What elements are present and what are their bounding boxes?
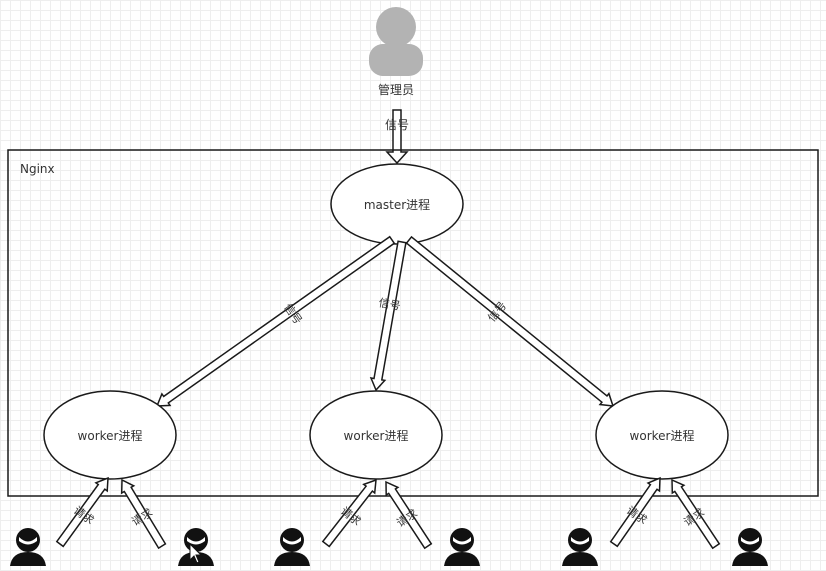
- worker-process-label: worker进程: [344, 428, 409, 443]
- admin-label: 管理员: [378, 82, 414, 97]
- client-person-icon: [444, 528, 480, 566]
- admin-person-icon: [369, 7, 423, 76]
- client-person-icon: [732, 528, 768, 566]
- worker-process-node: [43, 390, 177, 480]
- master-to-worker-arrow: [155, 235, 396, 407]
- client-person-icon: [274, 528, 310, 566]
- client-request-arrow: [120, 478, 167, 550]
- master-to-worker-arrow: [405, 235, 615, 407]
- client-request-arrow: [55, 476, 109, 548]
- master-to-worker-arrow: [369, 240, 407, 392]
- worker-process-node: [595, 390, 729, 480]
- worker-process-label: worker进程: [630, 428, 695, 443]
- client-request-arrow: [385, 480, 433, 550]
- client-request-arrows: 请求请求请求请求请求请求: [55, 476, 721, 550]
- admin-signal-label: 信号: [385, 118, 409, 132]
- worker-process-label: worker进程: [78, 428, 143, 443]
- client-person-icon: [562, 528, 598, 566]
- master-to-worker-signal-label: 信号: [378, 296, 402, 313]
- mouse-cursor-icon: [189, 542, 203, 564]
- master-process-label: master进程: [364, 197, 430, 212]
- admin-to-master-arrow: [385, 109, 409, 165]
- client-request-arrow: [321, 478, 377, 548]
- client-request-arrow: [671, 478, 721, 550]
- master-to-worker-arrows: 信号信号信号: [155, 235, 615, 407]
- client-person-icon: [10, 528, 46, 566]
- client-request-arrow: [609, 476, 661, 548]
- nginx-container: [7, 149, 819, 497]
- nginx-container-title: Nginx: [20, 162, 55, 176]
- worker-process-node: [309, 390, 443, 480]
